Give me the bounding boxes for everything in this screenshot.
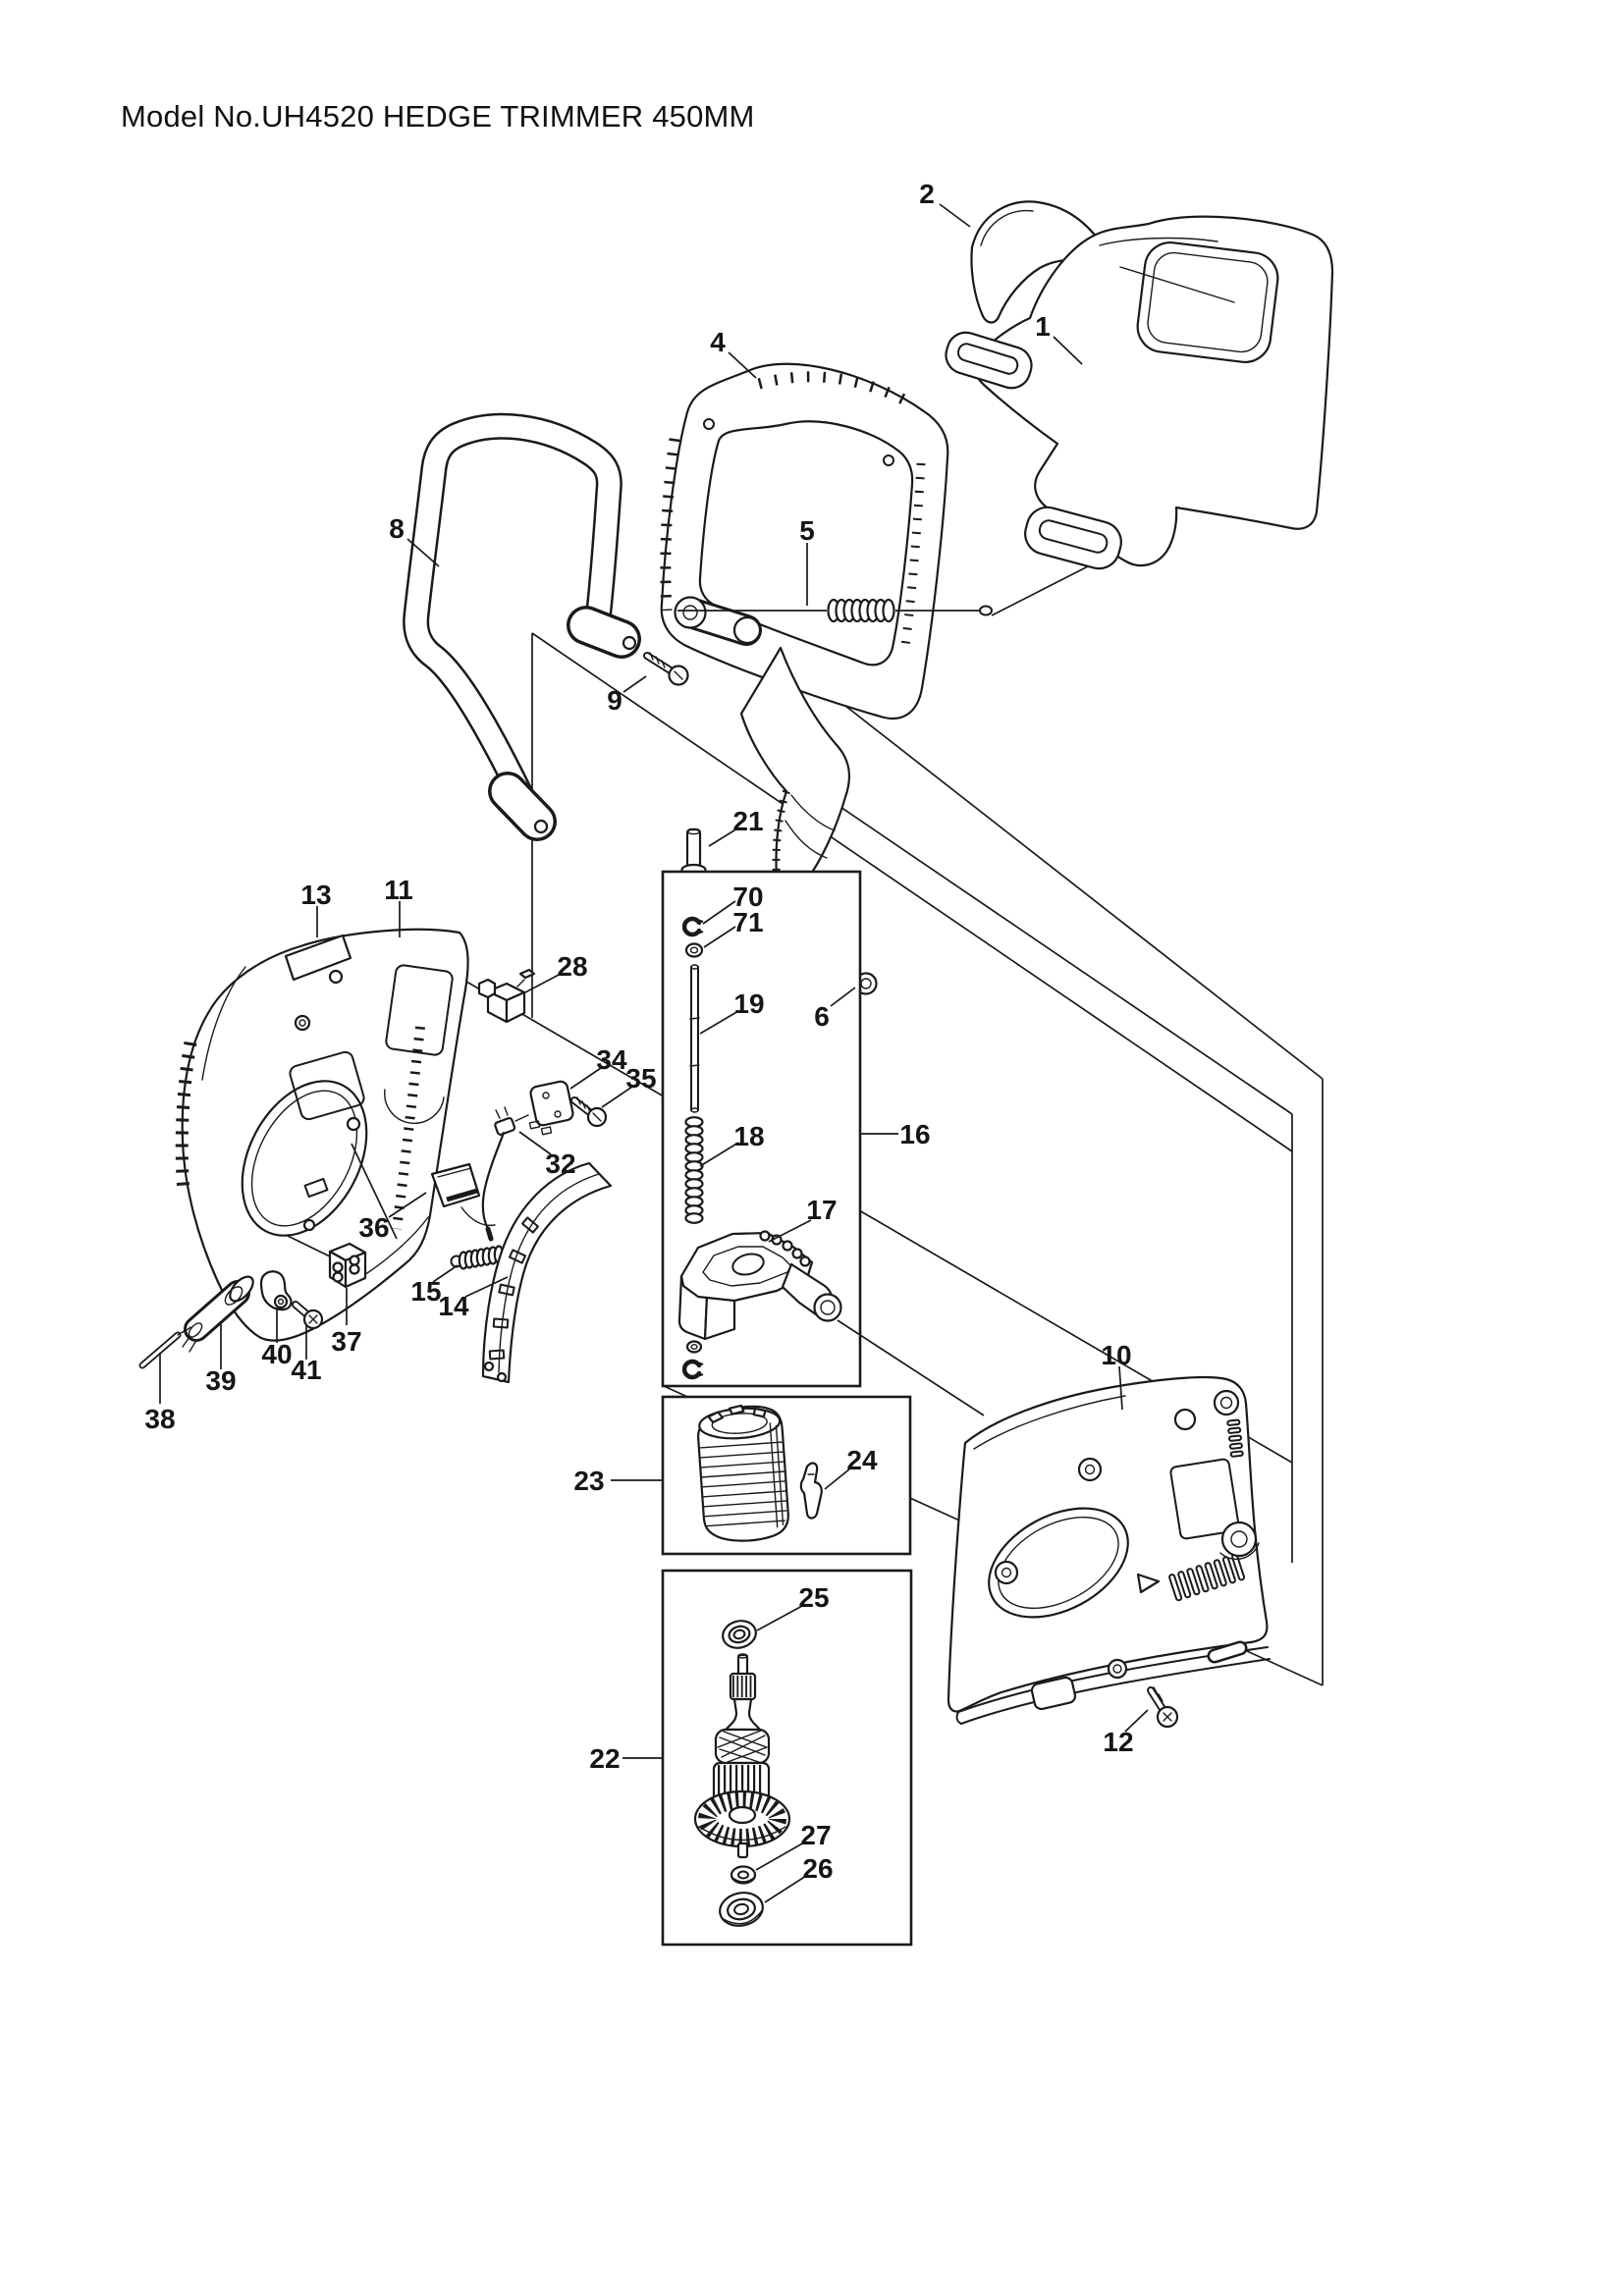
- part-label-19: 19: [733, 988, 764, 1019]
- part-label-14: 14: [438, 1291, 469, 1321]
- part-label-39: 39: [205, 1365, 236, 1396]
- part-18-spring: [684, 1116, 704, 1224]
- part-label-18: 18: [733, 1121, 764, 1151]
- part-label-34: 34: [596, 1044, 627, 1075]
- part-12-screw: [1147, 1686, 1179, 1729]
- part-28-switch: [477, 968, 536, 1024]
- part-4-handle-frame: [660, 362, 949, 893]
- part-label-12: 12: [1103, 1727, 1133, 1757]
- assembly-23-box: [661, 1395, 912, 1556]
- part-label-21: 21: [732, 806, 763, 836]
- part-label-71: 71: [732, 907, 763, 937]
- part-label-25: 25: [798, 1582, 829, 1613]
- part-35-screw: [570, 1096, 608, 1128]
- part-label-11: 11: [384, 875, 413, 905]
- part-41-screw: [292, 1301, 324, 1330]
- part-34-microswitch: [514, 1080, 574, 1136]
- part-24-brush-spring: [799, 1462, 823, 1520]
- part-label-2: 2: [919, 179, 935, 209]
- part-37-terminal-block: [328, 1242, 367, 1289]
- part-label-17: 17: [806, 1195, 837, 1225]
- part-label-6: 6: [814, 1001, 830, 1032]
- part-9-screw: [643, 652, 689, 686]
- part-label-41: 41: [291, 1355, 321, 1385]
- part-label-36: 36: [358, 1212, 389, 1243]
- part-39-sleeve: [182, 1275, 254, 1353]
- part-14-guard-bow: [481, 1161, 613, 1384]
- part-label-1: 1: [1035, 311, 1051, 342]
- assembly-22-box: [661, 1569, 913, 1947]
- part-38-cord: [138, 1326, 191, 1369]
- part-labels: 1 2 4 5 6 8 9 10 11 12 13 14 15 16 17 18…: [144, 179, 1133, 1884]
- part-label-16: 16: [899, 1119, 930, 1149]
- part-label-5: 5: [799, 515, 815, 546]
- part-label-40: 40: [261, 1339, 292, 1369]
- part-15-spring: [450, 1245, 505, 1270]
- part-label-35: 35: [625, 1063, 656, 1094]
- assembly-16-box: [661, 870, 862, 1388]
- part-21-pin: [680, 828, 707, 877]
- part-71-washer: [684, 942, 704, 958]
- part-36-baffle-plate: [430, 1162, 496, 1227]
- part-label-24: 24: [846, 1445, 878, 1475]
- part-26-bearing: [719, 1892, 764, 1927]
- part-10-housing-right: [947, 1375, 1271, 1725]
- part-label-26: 26: [802, 1853, 833, 1884]
- leader-lines: [159, 203, 1149, 1903]
- part-label-27: 27: [800, 1820, 831, 1850]
- part-13-label-sticker: [284, 934, 352, 982]
- part-label-15: 15: [410, 1276, 441, 1307]
- part-label-37: 37: [331, 1326, 361, 1357]
- part-label-9: 9: [607, 685, 622, 716]
- page-title: Model No.UH4520 HEDGE TRIMMER 450MM: [121, 99, 755, 133]
- part-label-28: 28: [557, 951, 587, 982]
- part-label-38: 38: [144, 1404, 175, 1434]
- part-25-bearing: [722, 1620, 757, 1649]
- part-label-70: 70: [732, 881, 763, 912]
- link-line-housing: [351, 1143, 398, 1240]
- part-label-4: 4: [710, 327, 726, 357]
- part-washer-lower: [685, 1340, 703, 1354]
- part-27-washer: [730, 1865, 757, 1885]
- part-23-stator: [697, 1404, 789, 1542]
- part-40-cord-clip: [259, 1270, 293, 1311]
- part-label-23: 23: [573, 1466, 604, 1496]
- side-vents: [1226, 1418, 1244, 1458]
- part-8-loop-handle: [403, 412, 641, 841]
- part-32-lead-wire: [481, 1106, 516, 1242]
- part-5-spring: [677, 598, 993, 623]
- link-line-37: [287, 1235, 331, 1257]
- part-22-armature: [693, 1653, 791, 1859]
- part-1-hand-guard: [945, 215, 1334, 570]
- part-19-rod: [689, 964, 700, 1113]
- part-label-8: 8: [389, 513, 405, 544]
- part-label-32: 32: [545, 1148, 575, 1179]
- part-label-10: 10: [1101, 1340, 1131, 1370]
- part-label-13: 13: [300, 880, 331, 910]
- part-label-22: 22: [589, 1743, 620, 1774]
